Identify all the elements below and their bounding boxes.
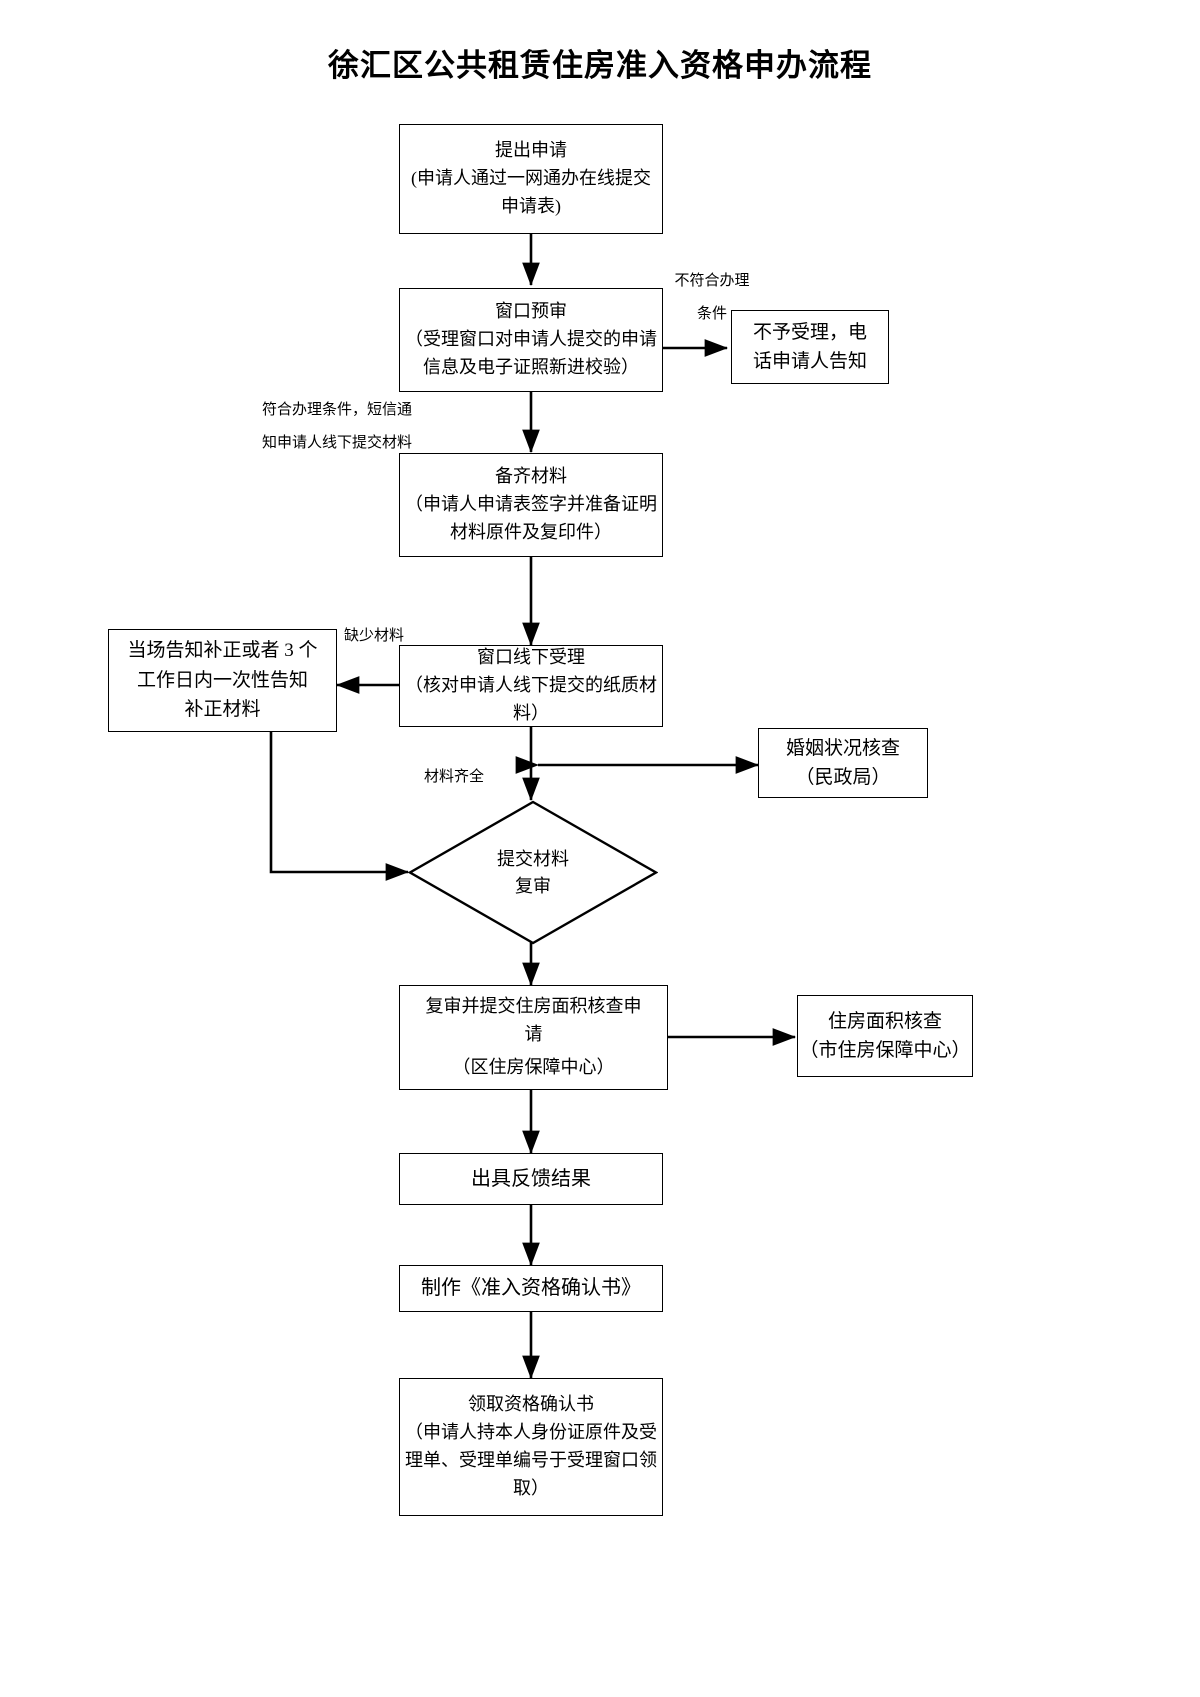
node-receive-cert-line-2: （申请人持本人身份证原件及受 <box>405 1422 657 1443</box>
node-apply-line-2: (申请人通过一网通办在线提交 <box>411 168 651 189</box>
node-window-accept-line-1: 窗口线下受理 <box>477 647 585 668</box>
node-marriage-check-line-1: 婚姻状况核查 <box>785 737 900 759</box>
edge-label-not-qualified-line-1: 不符合办理 <box>674 273 750 289</box>
node-area-check-line-1: 住房面积核查 <box>827 1010 942 1032</box>
node-marriage-check-line-2: （民政局） <box>795 767 891 788</box>
node-area-apply[interactable]: 复审并提交住房面积核查申 请 （区住房保障中心） <box>399 985 668 1090</box>
node-receive-cert-line-4: 取） <box>513 1477 549 1498</box>
node-pre-review-line-1: 窗口预审 <box>495 301 567 322</box>
node-area-check-line-2: （市住房保障中心） <box>799 1040 971 1061</box>
edge-label-material-complete: 材料齐全 <box>424 765 484 789</box>
edge-label-material-complete-line-1: 材料齐全 <box>424 769 485 785</box>
node-pre-review[interactable]: 窗口预审 （受理窗口对申请人提交的申请 信息及电子证照新进校验） <box>399 288 663 392</box>
node-pre-review-line-2: （受理窗口对申请人提交的申请 <box>405 329 657 350</box>
node-apply-line-3: 申请表) <box>501 195 561 216</box>
node-feedback-line-1: 出具反馈结果 <box>471 1167 591 1190</box>
node-submit-review[interactable]: 提交材料 复审 <box>408 800 658 945</box>
node-pre-review-line-3: 信息及电子证照新进校验） <box>423 356 639 377</box>
node-receive-cert-line-3: 理单、受理单编号于受理窗口领 <box>405 1450 657 1470</box>
node-supplement-line-2: 工作日内一次性告知 <box>136 669 308 691</box>
diamond-shape <box>408 800 658 945</box>
edge-label-missing-material-line-1: 缺少材料 <box>344 628 405 644</box>
node-supplement-line-1: 当场告知补正或者 3 个 <box>127 640 318 662</box>
node-window-accept-line-2: （核对申请人线下提交的纸质材 <box>405 675 657 696</box>
node-apply-line-1: 提出申请 <box>495 140 567 161</box>
node-window-accept[interactable]: 窗口线下受理 （核对申请人线下提交的纸质材 料） <box>399 645 663 727</box>
node-prepare-line-3: 材料原件及复印件） <box>450 521 612 542</box>
node-prepare-line-2: （申请人申请表签字并准备证明 <box>405 494 657 515</box>
node-receive-cert-line-1: 领取资格确认书 <box>468 1394 594 1415</box>
edge-label-not-qualified-line-2: 条件 <box>696 306 727 322</box>
node-receive-cert[interactable]: 领取资格确认书 （申请人持本人身份证原件及受 理单、受理单编号于受理窗口领 取） <box>399 1378 663 1516</box>
node-supplement-line-3: 补正材料 <box>184 699 261 721</box>
edge-label-missing-material: 缺少材料 <box>344 624 404 648</box>
node-submit-review-line-2: 复审 <box>515 875 551 896</box>
node-make-cert[interactable]: 制作《准入资格确认书》 <box>399 1265 663 1312</box>
edge-label-qualified-line-2: 知申请人线下提交材料 <box>262 435 413 451</box>
node-supplement[interactable]: 当场告知补正或者 3 个 工作日内一次性告知 补正材料 <box>108 629 337 732</box>
edge-label-qualified-line-1: 符合办理条件，短信通 <box>262 402 413 418</box>
node-submit-review-line-1: 提交材料 <box>497 848 569 869</box>
node-prepare-line-1: 备齐材料 <box>495 466 567 487</box>
node-reject-line-1: 不予受理，电 <box>752 321 867 343</box>
node-marriage-check[interactable]: 婚姻状况核查 （民政局） <box>758 728 928 798</box>
node-reject-line-2: 话申请人告知 <box>752 351 867 372</box>
node-make-cert-line-1: 制作《准入资格确认书》 <box>421 1277 641 1299</box>
node-submit-review-label: 提交材料 复审 <box>408 800 658 945</box>
node-window-accept-line-3: 料） <box>513 702 549 723</box>
node-area-apply-line-2: 请 <box>524 1023 543 1044</box>
node-apply[interactable]: 提出申请 (申请人通过一网通办在线提交 申请表) <box>399 124 663 234</box>
node-area-apply-line-1: 复审并提交住房面积核查申 <box>425 995 642 1016</box>
node-prepare[interactable]: 备齐材料 （申请人申请表签字并准备证明 材料原件及复印件） <box>399 453 663 557</box>
page-title: 徐汇区公共租赁住房准入资格申办流程 <box>328 48 872 83</box>
edge-label-not-qualified: 不符合办理 条件 <box>668 269 756 326</box>
node-feedback[interactable]: 出具反馈结果 <box>399 1153 663 1205</box>
edge-label-qualified: 符合办理条件，短信通 知申请人线下提交材料 <box>262 398 412 455</box>
node-reject[interactable]: 不予受理，电 话申请人告知 <box>731 310 889 384</box>
node-area-check[interactable]: 住房面积核查 （市住房保障中心） <box>797 995 973 1077</box>
node-area-apply-line-3: （区住房保障中心） <box>452 1057 615 1078</box>
